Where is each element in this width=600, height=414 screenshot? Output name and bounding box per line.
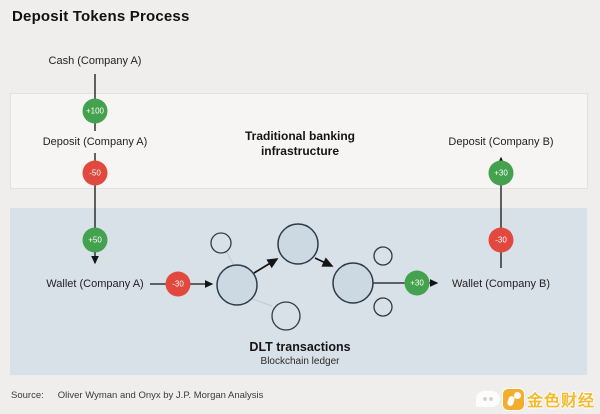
badge-minus-30-wallet-a: -30 bbox=[165, 271, 191, 297]
badge-plus-100: +100 bbox=[82, 98, 108, 124]
node-label-deposit-a: Deposit (Company A) bbox=[42, 136, 148, 148]
badge-minus-30-wallet-b: -30 bbox=[488, 227, 514, 253]
badge-plus-30-wallet-b: +30 bbox=[404, 270, 430, 296]
badge-minus-50: -50 bbox=[82, 160, 108, 186]
badge-plus-50: +50 bbox=[82, 227, 108, 253]
badge-plus-30-deposit-b: +30 bbox=[488, 160, 514, 186]
page-title: Deposit Tokens Process bbox=[12, 8, 190, 25]
watermark: 金色财经 bbox=[475, 387, 595, 411]
node-label-wallet-b: Wallet (Company B) bbox=[451, 278, 551, 290]
dlt-transactions-label: DLT transactions bbox=[249, 340, 351, 354]
source-text: Oliver Wyman and Onyx by J.P. Morgan Ana… bbox=[57, 390, 264, 401]
traditional-banking-label-line2: infrastructure bbox=[260, 144, 340, 158]
node-label-cash-a: Cash (Company A) bbox=[48, 55, 142, 67]
chat-bubble-icon bbox=[475, 391, 500, 407]
blockchain-ledger-label: Blockchain ledger bbox=[260, 356, 340, 367]
node-label-deposit-b: Deposit (Company B) bbox=[448, 136, 554, 148]
watermark-text: 金色财经 bbox=[526, 393, 595, 410]
source-label: Source: bbox=[11, 390, 44, 401]
node-label-wallet-a: Wallet (Company A) bbox=[46, 278, 144, 290]
jinse-finance-logo-icon bbox=[502, 388, 524, 410]
traditional-banking-label: Traditional banking infrastructure bbox=[245, 129, 355, 159]
traditional-banking-label-line1: Traditional banking bbox=[244, 129, 356, 143]
source-row: Source: Oliver Wyman and Onyx by J.P. Mor… bbox=[11, 390, 263, 401]
